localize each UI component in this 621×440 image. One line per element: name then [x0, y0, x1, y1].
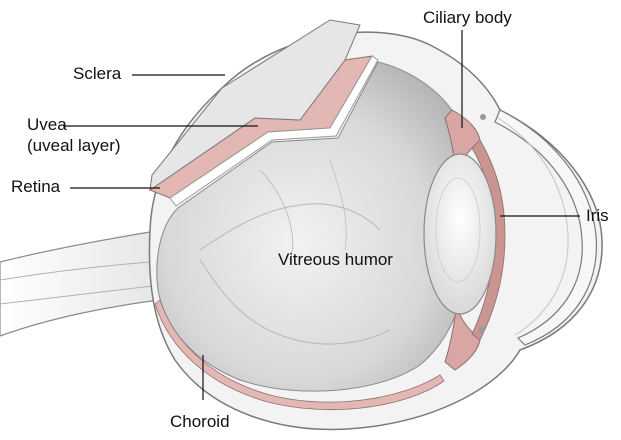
uvea-label: Uvea	[27, 115, 67, 135]
ciliary-body-label: Ciliary body	[423, 8, 512, 28]
uveal-layer-label: (uveal layer)	[27, 136, 121, 156]
sclera-label: Sclera	[73, 64, 121, 84]
vitreous-humor-label: Vitreous humor	[278, 250, 393, 270]
optic-nerve	[0, 232, 160, 336]
iris-label: Iris	[586, 206, 609, 226]
choroid-label: Choroid	[170, 412, 230, 432]
retina-label: Retina	[11, 177, 60, 197]
